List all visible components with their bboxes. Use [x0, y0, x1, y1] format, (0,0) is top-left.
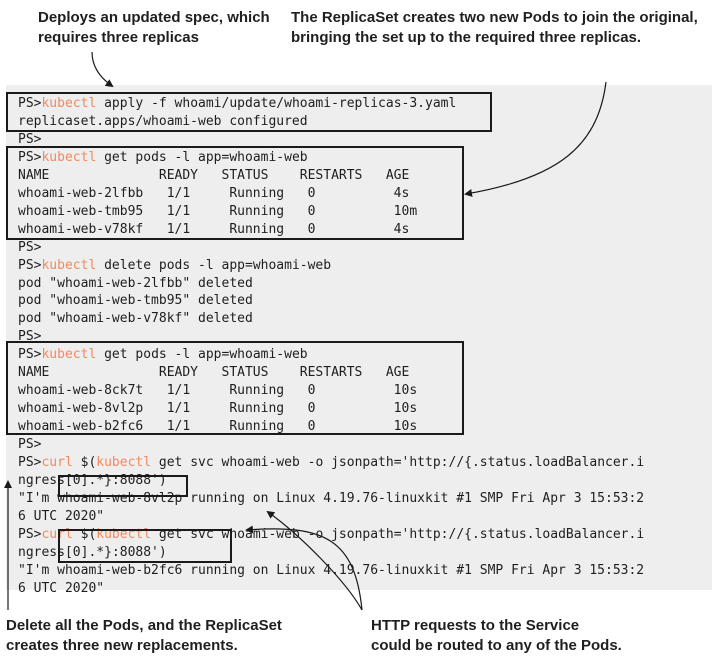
command-args: apply -f whoami/update/whoami-replicas-3…	[96, 96, 457, 111]
prompt: PS>	[18, 257, 42, 273]
terminal-line: whoami-web-b2fc6 1/1 Running 0 10s	[18, 419, 418, 435]
terminal-line: PS>	[18, 437, 42, 453]
terminal-line: pod "whoami-web-2lfbb" deleted	[18, 275, 253, 291]
prompt: PS>	[18, 96, 42, 111]
terminal-line: pod "whoami-web-tmb95" deleted	[18, 293, 253, 309]
command-keyword: kubectl	[41, 96, 97, 111]
annotation-http-routing: HTTP requests to the Service could be ro…	[371, 617, 622, 654]
prompt: PS>	[18, 455, 42, 470]
annotation-new-pods: The ReplicaSet creates two new Pods to j…	[291, 9, 698, 46]
terminal-output: PS>kubectl apply -f whoami/update/whoami…	[6, 85, 712, 596]
command-keyword: kubectl	[96, 455, 152, 470]
terminal-line: whoami-web-8ck7t 1/1 Running 0 10s	[18, 383, 418, 399]
command-args: get pods -l app=whoami-web	[96, 149, 308, 165]
prompt: PS>	[18, 149, 42, 165]
terminal-line: whoami-web-tmb95 1/1 Running 0 10m	[18, 203, 418, 219]
arrow-http-2	[245, 525, 363, 611]
command-keyword: kubectl	[41, 347, 97, 363]
arrow-http-1	[266, 510, 363, 611]
terminal-line: PS>kubectl apply -f whoami/update/whoami…	[18, 95, 456, 113]
terminal-line: 6 UTC 2020"	[18, 580, 105, 596]
terminal-line: PS>	[18, 329, 42, 345]
terminal-line: pod "whoami-web-v78kf" deleted	[18, 311, 253, 327]
arrow-new-pods	[464, 81, 607, 197]
prompt: PS>	[18, 526, 42, 542]
terminal-line: whoami-web-v78kf 1/1 Running 0 4s	[18, 221, 410, 237]
terminal-line: PS>curl $(kubectl get svc whoami-web -o …	[18, 454, 644, 472]
annotation-delete-pods: Delete all the Pods, and the ReplicaSet …	[6, 617, 282, 654]
terminal-line: whoami-web-2lfbb 1/1 Running 0 4s	[18, 185, 410, 201]
terminal-line: PS>	[18, 239, 42, 255]
terminal-line: replicaset.apps/whoami-web configured	[18, 113, 308, 129]
terminal-line: NAME READY STATUS RESTARTS AGE	[18, 365, 410, 381]
terminal-line: PS>	[18, 131, 42, 147]
terminal-line: PS>kubectl delete pods -l app=whoami-web	[18, 257, 331, 275]
terminal-line: "I'm whoami-web-8vl2p running on Linux 4…	[18, 490, 645, 506]
terminal-line: PS>kubectl get pods -l app=whoami-web	[18, 149, 308, 167]
prompt: PS>	[18, 347, 42, 363]
terminal-line: ngress[0].*}:8088')	[18, 544, 167, 560]
command-keyword: curl	[41, 455, 73, 470]
command-args: delete pods -l app=whoami-web	[96, 257, 332, 273]
command-args: get svc whoami-web -o jsonpath='http://{…	[151, 455, 645, 470]
command-keyword: kubectl	[41, 257, 97, 273]
command-args: get pods -l app=whoami-web	[96, 347, 308, 363]
terminal-line: 6 UTC 2020"	[18, 508, 105, 524]
terminal-line: whoami-web-8vl2p 1/1 Running 0 10s	[18, 401, 418, 417]
annotation-apply-spec: Deploys an updated spec, which requires …	[38, 9, 270, 46]
command-keyword: kubectl	[41, 149, 97, 165]
terminal-line: PS>kubectl get pods -l app=whoami-web	[18, 346, 308, 364]
terminal-line: NAME READY STATUS RESTARTS AGE	[18, 167, 410, 183]
command-args: $(	[72, 455, 97, 470]
arrow-apply	[91, 51, 114, 88]
